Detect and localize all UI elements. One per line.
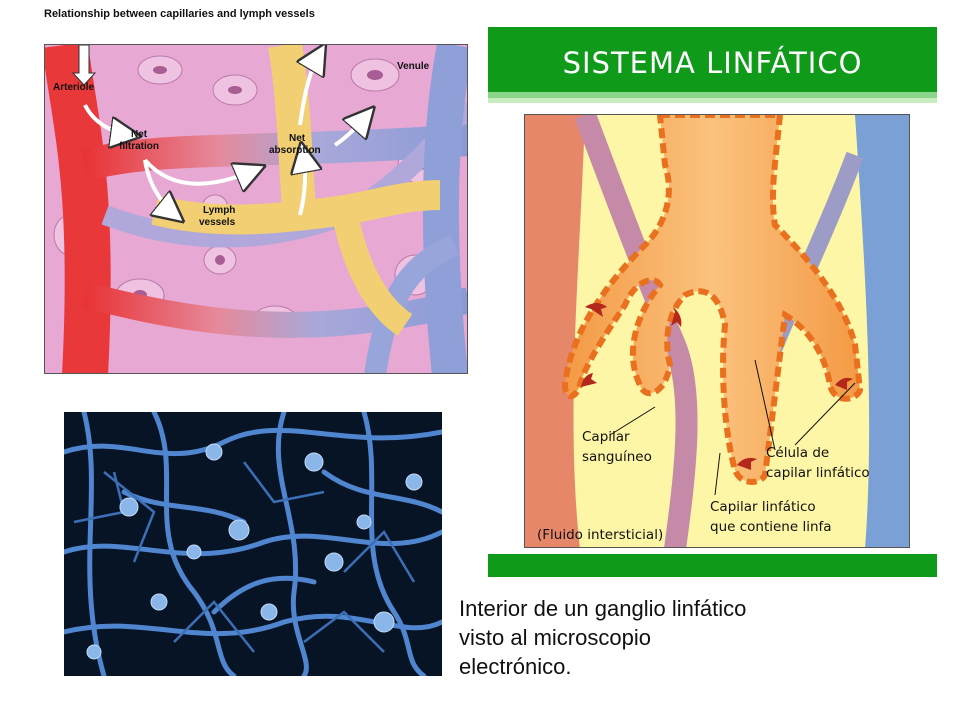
label-venule: Venule xyxy=(397,61,430,72)
label-celula-1: Célula de xyxy=(766,445,829,461)
bottom-green-bar xyxy=(488,554,937,577)
label-arteriole: Arteriole xyxy=(53,82,95,93)
caption-line-3: electrónico. xyxy=(459,654,572,679)
label-net-absorption-2: absorption xyxy=(269,145,321,156)
label-net-filtration-1: Net xyxy=(131,129,148,140)
micrograph-caption: Interior de un ganglio linfático visto a… xyxy=(459,594,879,681)
banner-stripe-pale xyxy=(488,98,937,103)
label-fluido-intersticial: (Fluido intersticial) xyxy=(537,527,663,543)
label-capilar-linfatico-2: que contiene linfa xyxy=(710,519,832,535)
label-lymph-vessels-1: Lymph xyxy=(203,205,235,216)
capillaries-diagram-drawing: Arteriole Venule Net filtration Net abso… xyxy=(45,45,467,373)
lymph-capillary-drawing: Capilar sanguíneo Célula de capilar linf… xyxy=(525,115,909,547)
banner-stripe-light xyxy=(488,92,937,98)
slide-title: SISTEMA LINFÁTICO xyxy=(562,46,863,80)
label-net-absorption-1: Net xyxy=(289,133,306,144)
label-capilar-sanguineo-1: Capilar xyxy=(582,429,630,445)
capillaries-figure-title: Relationship between capillaries and lym… xyxy=(44,8,315,20)
title-banner xyxy=(488,27,937,92)
micrograph-drawing xyxy=(64,412,442,676)
lymph-node-micrograph xyxy=(64,412,442,676)
lymph-capillary-diagram: Capilar sanguíneo Célula de capilar linf… xyxy=(524,114,910,548)
caption-line-2: visto al microscopio xyxy=(459,625,651,650)
label-net-filtration-2: filtration xyxy=(119,141,159,152)
label-lymph-vessels-2: vessels xyxy=(199,217,236,228)
label-capilar-linfatico-1: Capilar linfático xyxy=(710,499,816,515)
caption-line-1: Interior de un ganglio linfático xyxy=(459,596,747,621)
label-capilar-sanguineo-2: sanguíneo xyxy=(582,449,652,465)
label-celula-2: capilar linfático xyxy=(766,465,870,481)
capillaries-lymph-diagram: Arteriole Venule Net filtration Net abso… xyxy=(44,44,468,374)
